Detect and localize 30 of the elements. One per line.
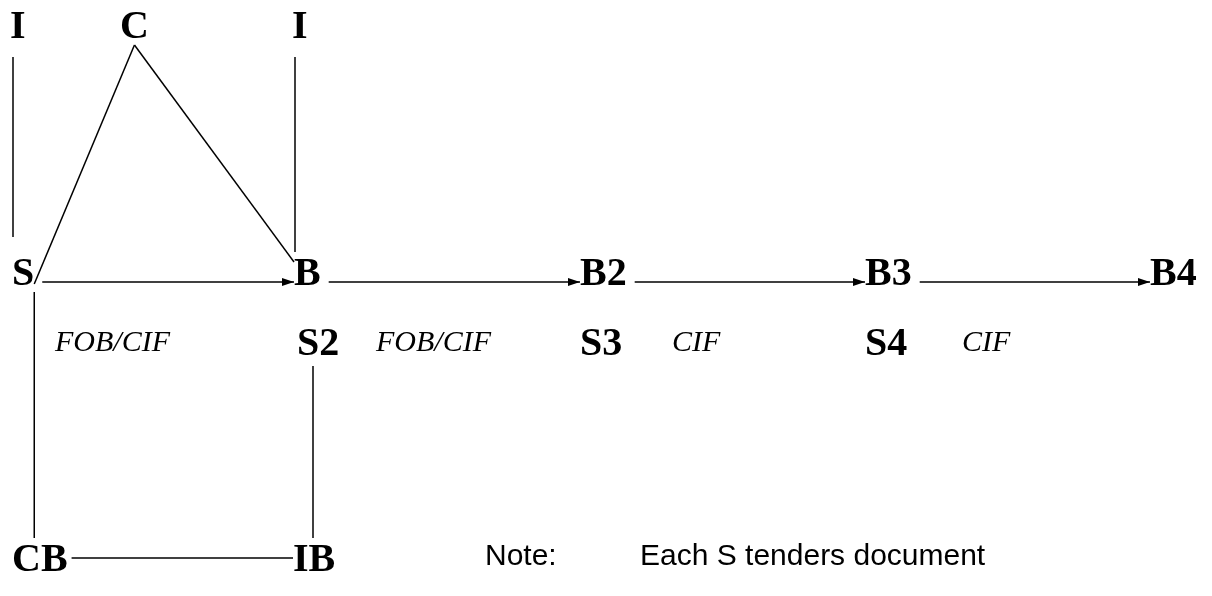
node-label: I <box>10 5 26 45</box>
connector-line <box>33 44 136 285</box>
connector-line <box>12 56 14 238</box>
node-label: I <box>292 5 308 45</box>
node-label: S4 <box>865 322 908 362</box>
note-text: Each S tenders document <box>640 540 986 570</box>
edge-label: FOB/CIF <box>55 326 170 356</box>
edge-label: CIF <box>672 326 721 356</box>
connector-line <box>33 291 35 539</box>
connector-line <box>312 365 314 539</box>
connector-line <box>133 44 295 263</box>
node-label: B3 <box>865 252 912 292</box>
node-label: C <box>120 5 149 45</box>
arrow <box>41 278 295 286</box>
node-label: B4 <box>1150 252 1197 292</box>
arrow <box>633 278 866 286</box>
arrow <box>918 278 1151 286</box>
edge-label: CIF <box>962 326 1011 356</box>
node-label: S <box>12 252 35 292</box>
node-label: S2 <box>297 322 340 362</box>
note-text: Note: <box>485 540 557 570</box>
node-label: B <box>294 252 321 292</box>
edge-label: FOB/CIF <box>376 326 491 356</box>
node-label: IB <box>293 538 336 578</box>
node-label: CB <box>12 538 68 578</box>
connector-line <box>294 56 296 253</box>
node-label: S3 <box>580 322 623 362</box>
node-label: B2 <box>580 252 627 292</box>
connector-line <box>70 557 294 559</box>
arrow <box>327 278 581 286</box>
